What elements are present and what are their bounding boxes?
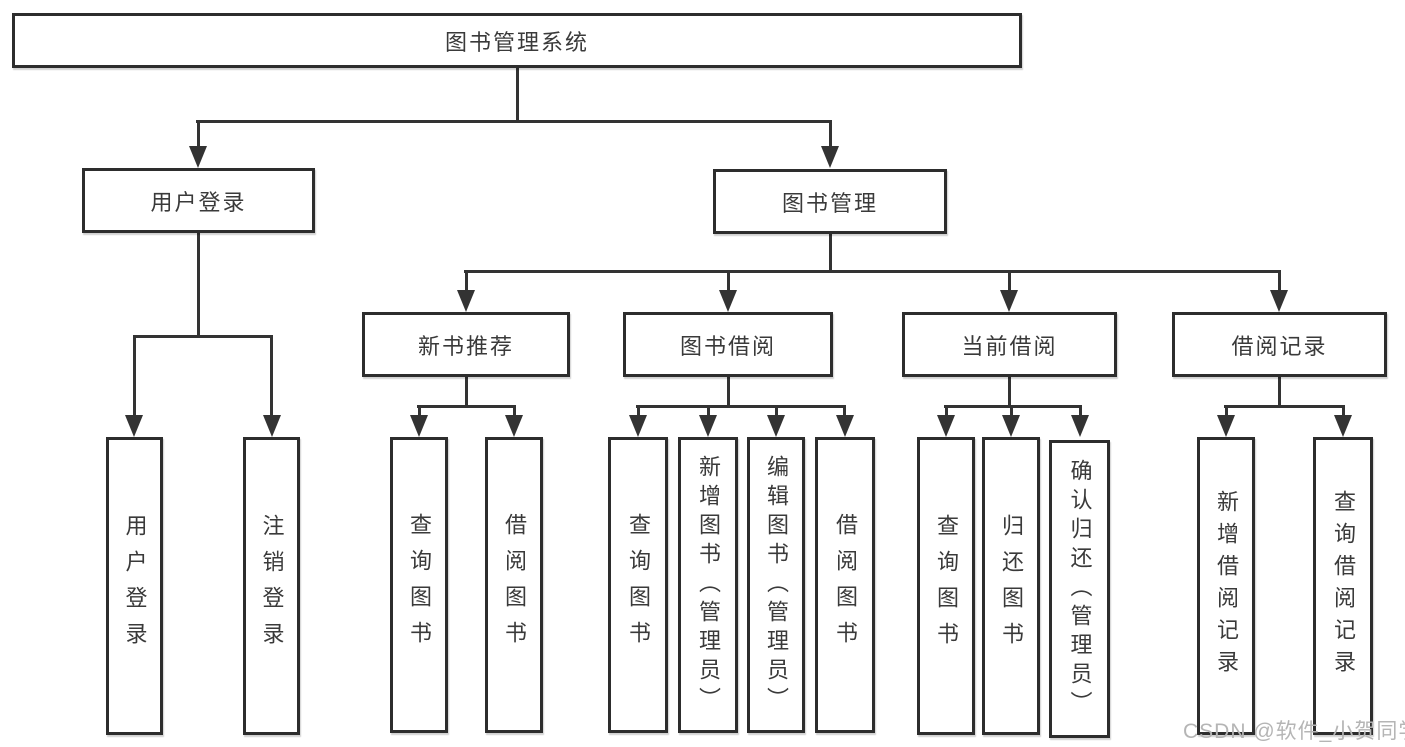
arrow-down-icon	[836, 415, 854, 437]
node-label: 借阅记录	[1231, 333, 1328, 359]
connector-line	[513, 407, 516, 417]
leaf-confirm-return-admin: 确认归还（管理员）	[1049, 440, 1110, 738]
connector-line	[465, 377, 468, 407]
connector-line	[636, 405, 846, 408]
connector-line	[829, 122, 832, 148]
node-label: 查询图书	[626, 513, 651, 657]
leaf-logout: 注销登录	[243, 437, 300, 735]
connector-line	[270, 337, 273, 417]
node-book-management: 图书管理	[713, 169, 947, 234]
connector-line	[1008, 377, 1011, 407]
node-label: 查询图书	[934, 514, 959, 658]
arrow-down-icon	[125, 415, 143, 437]
leaf-borrow-book-1: 借阅图书	[485, 437, 543, 733]
connector-line	[1225, 407, 1228, 417]
arrow-down-icon	[699, 415, 717, 437]
connector-line	[1079, 407, 1082, 417]
node-label: 借阅图书	[502, 513, 527, 657]
connector-line	[727, 272, 730, 292]
arrow-down-icon	[821, 146, 839, 168]
node-label: 确认归还（管理员）	[1067, 458, 1093, 720]
connector-line	[1010, 407, 1013, 417]
connector-line	[707, 407, 710, 417]
leaf-query-book-3: 查询图书	[917, 437, 975, 735]
connector-line	[1342, 407, 1345, 417]
arrow-down-icon	[1071, 415, 1089, 437]
arrow-down-icon	[457, 290, 475, 312]
node-label: 用户登录	[150, 189, 247, 215]
connector-line	[133, 337, 136, 417]
leaf-edit-book-admin: 编辑图书（管理员）	[747, 437, 805, 733]
node-label: 新书推荐	[417, 333, 514, 359]
leaf-user-login: 用户登录	[106, 437, 163, 735]
arrow-down-icon	[1270, 290, 1288, 312]
node-label: 注销登录	[259, 514, 285, 658]
connector-line	[1224, 405, 1345, 408]
node-label: 图书管理	[781, 190, 878, 216]
node-label: 查询图书	[407, 513, 432, 657]
node-label: 编辑图书（管理员）	[764, 454, 789, 716]
connector-line	[465, 272, 468, 292]
node-label: 当前借阅	[961, 333, 1058, 359]
connector-line	[196, 120, 832, 123]
node-label: 查询借阅记录	[1331, 490, 1356, 682]
connector-line	[637, 407, 640, 417]
connector-line	[417, 405, 516, 408]
arrow-down-icon	[937, 415, 955, 437]
connector-line	[197, 233, 200, 338]
arrow-down-icon	[719, 290, 737, 312]
leaf-return-book: 归还图书	[982, 437, 1040, 735]
connector-line	[829, 234, 832, 273]
leaf-query-book-2: 查询图书	[608, 437, 668, 733]
connector-line	[1278, 377, 1281, 407]
arrow-down-icon	[1334, 415, 1352, 437]
arrow-down-icon	[189, 146, 207, 168]
node-label: 图书借阅	[679, 333, 776, 359]
connector-line	[727, 377, 730, 407]
connector-line	[197, 122, 200, 148]
connector-line	[1008, 272, 1011, 292]
node-label: 归还图书	[999, 514, 1024, 658]
leaf-query-borrow-record: 查询借阅记录	[1313, 437, 1373, 735]
connector-line	[516, 68, 519, 122]
arrow-down-icon	[1002, 415, 1020, 437]
leaf-query-book-1: 查询图书	[390, 437, 448, 733]
watermark-text: CSDN @软件_小贺同学	[1183, 720, 1405, 743]
connector-line	[464, 270, 1281, 273]
node-current-borrow: 当前借阅	[902, 312, 1117, 377]
node-label: 新增借阅记录	[1214, 490, 1239, 682]
leaf-add-borrow-record: 新增借阅记录	[1197, 437, 1255, 735]
node-label: 图书管理系统	[444, 29, 589, 55]
node-new-book-recommend: 新书推荐	[362, 312, 570, 377]
arrow-down-icon	[410, 415, 428, 437]
connector-line	[945, 407, 948, 417]
connector-line	[944, 405, 1082, 408]
connector-line	[775, 407, 778, 417]
connector-line	[1278, 272, 1281, 292]
connector-line	[418, 407, 421, 417]
arrow-down-icon	[263, 415, 281, 437]
arrow-down-icon	[629, 415, 647, 437]
arrow-down-icon	[1217, 415, 1235, 437]
arrow-down-icon	[505, 415, 523, 437]
node-book-borrow: 图书借阅	[623, 312, 833, 377]
leaf-borrow-book-2: 借阅图书	[815, 437, 875, 733]
arrow-down-icon	[767, 415, 785, 437]
connector-line	[843, 407, 846, 417]
node-label: 借阅图书	[833, 513, 858, 657]
leaf-add-book-admin: 新增图书（管理员）	[678, 437, 738, 733]
node-user-login: 用户登录	[82, 168, 315, 233]
node-label: 新增图书（管理员）	[696, 454, 721, 716]
node-root: 图书管理系统	[12, 13, 1022, 68]
connector-line	[133, 335, 273, 338]
arrow-down-icon	[1000, 290, 1018, 312]
node-borrow-record: 借阅记录	[1172, 312, 1387, 377]
node-label: 用户登录	[122, 514, 148, 658]
